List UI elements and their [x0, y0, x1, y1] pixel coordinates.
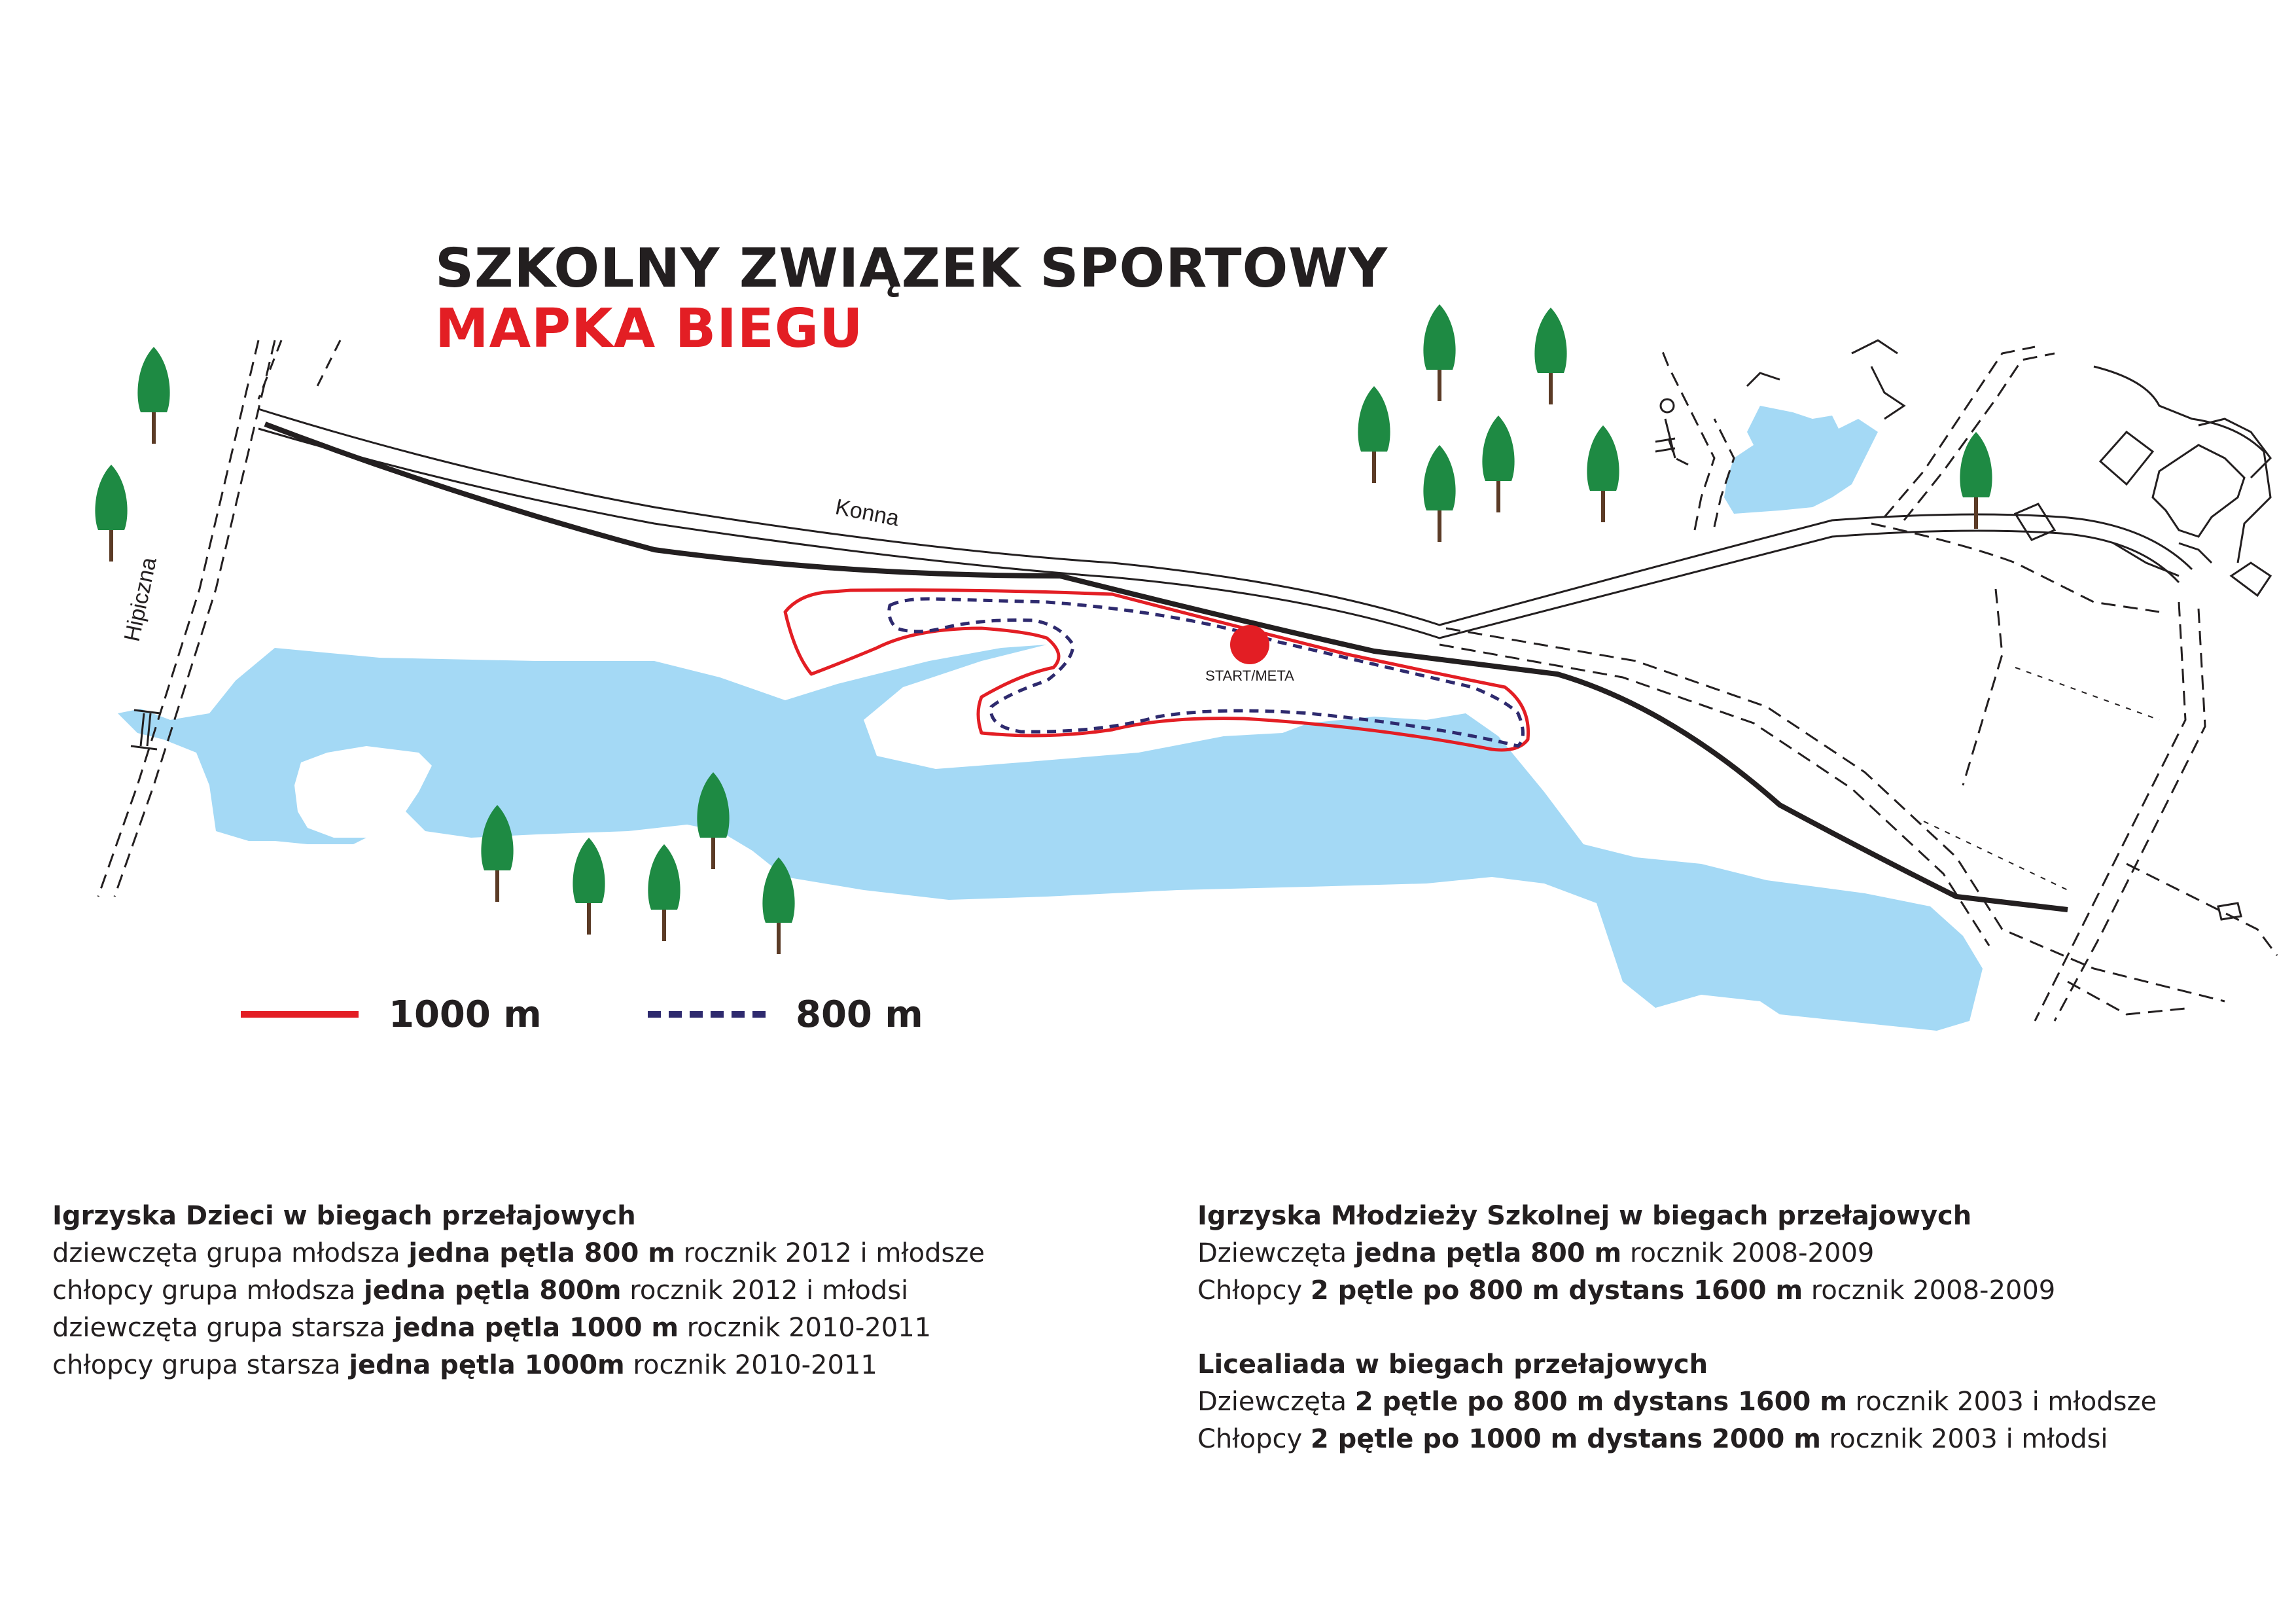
info-line-text: rocznik 2008-2009: [1803, 1275, 2056, 1306]
tree-icon: [1358, 386, 1390, 483]
info-lines: dziewczęta grupa młodsza jedna pętla 800…: [52, 1235, 985, 1384]
footbridge: [130, 709, 161, 751]
street-hipiczna: [97, 340, 276, 897]
info-line: Dziewczęta jedna pętla 800 m rocznik 200…: [1197, 1235, 2055, 1272]
info-line-text: rocznik 2003 i młodsze: [1847, 1387, 2157, 1417]
info-line: Chłopcy 2 pętle po 1000 m dystans 2000 m…: [1197, 1421, 2157, 1458]
route-800m: [887, 597, 1525, 748]
tree-icon: [1587, 425, 1619, 522]
side-road-markings: [257, 340, 342, 400]
info-line-text: Dziewczęta: [1197, 1387, 1355, 1417]
tree-icon: [762, 857, 795, 954]
info-line-text: rocznik 2008-2009: [1621, 1238, 1875, 1268]
info-line: dziewczęta grupa młodsza jedna pętla 800…: [52, 1235, 985, 1272]
info-heading: Igrzyska Dzieci w biegach przełajowych: [52, 1201, 636, 1231]
tree-icon: [648, 844, 680, 941]
info-block-licealiada: Licealiada w biegach przełajowych Dziewc…: [1197, 1346, 2157, 1458]
info-lines: Dziewczęta 2 pętle po 800 m dystans 1600…: [1197, 1383, 2157, 1458]
info-line-text: Chłopcy: [1197, 1275, 1311, 1306]
footpaths: [1439, 346, 2278, 1022]
info-block-igrzyska-mlodziezy: Igrzyska Młodzieży Szkolnej w biegach pr…: [1197, 1198, 2055, 1310]
info-line: chłopcy grupa młodsza jedna pętla 800m r…: [52, 1272, 985, 1310]
street-label-konna: Konna: [833, 495, 901, 531]
info-line-bold: jedna pętla 800m: [364, 1275, 622, 1306]
legend-swatch-800m: [648, 1011, 766, 1018]
race-map: START/META Konna Hipiczna: [95, 304, 2278, 1031]
info-block-igrzyska-dzieci: Igrzyska Dzieci w biegach przełajowych d…: [52, 1198, 985, 1384]
info-line-text: chłopcy grupa młodsza: [52, 1275, 364, 1306]
info-line-text: rocznik 2012 i młodsze: [675, 1238, 985, 1268]
info-line-bold: jedna pętla 800 m: [1354, 1238, 1622, 1268]
street-konna: [258, 408, 2193, 639]
info-line-bold: jedna pętla 800 m: [408, 1238, 675, 1268]
trees: [95, 304, 1992, 954]
route-1000m: [783, 588, 1530, 752]
info-line: chłopcy grupa starsza jedna pętla 1000m …: [52, 1347, 985, 1384]
start-marker-icon: [1230, 625, 1269, 664]
info-line-text: rocznik 2003 i młodsi: [1820, 1424, 2108, 1454]
buildings: [1655, 339, 2272, 921]
info-line-text: rocznik 2010-2011: [624, 1350, 877, 1380]
legend-swatch-1000m: [241, 1011, 359, 1018]
legend-item-1000m: 1000 m: [241, 988, 542, 1041]
tree-icon: [1482, 416, 1515, 512]
tree-icon: [481, 805, 514, 902]
tree-icon: [573, 838, 605, 935]
info-line-bold: jedna pętla 1000 m: [393, 1313, 679, 1343]
legend-label-800m: 800 m: [796, 993, 923, 1036]
info-line-bold: 2 pętle po 1000 m dystans 2000 m: [1310, 1424, 1821, 1454]
info-line-text: Chłopcy: [1197, 1424, 1311, 1454]
info-line: dziewczęta grupa starsza jedna pętla 100…: [52, 1310, 985, 1347]
info-line-text: dziewczęta grupa młodsza: [52, 1238, 409, 1268]
legend-item-800m: 800 m: [648, 988, 923, 1041]
info-line-text: rocznik 2012 i młodsi: [621, 1275, 909, 1306]
info-line-text: Dziewczęta: [1197, 1238, 1355, 1268]
info-line-text: dziewczęta grupa starsza: [52, 1313, 394, 1343]
info-line-bold: 2 pętle po 800 m dystans 1600 m: [1310, 1275, 1803, 1306]
info-line: Dziewczęta 2 pętle po 800 m dystans 1600…: [1197, 1383, 2157, 1421]
info-line-text: rocznik 2010-2011: [679, 1313, 932, 1343]
info-heading: Licealiada w biegach przełajowych: [1197, 1349, 1708, 1380]
main-road: [264, 421, 2068, 912]
tree-icon: [697, 772, 730, 869]
start-label: START/META: [1205, 668, 1294, 684]
page-subtitle: MAPKA BIEGU: [435, 298, 864, 360]
info-line: Chłopcy 2 pętle po 800 m dystans 1600 m …: [1197, 1272, 2055, 1310]
street-label-hipiczna: Hipiczna: [120, 555, 162, 644]
walking-paths: [1923, 667, 2160, 891]
info-line-bold: jedna pętla 1000m: [349, 1350, 625, 1380]
tree-icon: [137, 347, 170, 444]
info-line-text: chłopcy grupa starsza: [52, 1350, 349, 1380]
tree-icon: [1960, 432, 1992, 529]
legend-label-1000m: 1000 m: [389, 993, 542, 1036]
tree-icon: [1534, 308, 1567, 404]
lake: [118, 406, 1983, 1031]
info-lines: Dziewczęta jedna pętla 800 m rocznik 200…: [1197, 1235, 2055, 1310]
page-title: SZKOLNY ZWIĄZEK SPORTOWY: [435, 238, 1388, 300]
tree-icon: [1423, 304, 1456, 401]
tree-icon: [95, 465, 128, 562]
info-line-bold: 2 pętle po 800 m dystans 1600 m: [1354, 1387, 1847, 1417]
info-heading: Igrzyska Młodzieży Szkolnej w biegach pr…: [1197, 1201, 1972, 1231]
tree-icon: [1423, 445, 1456, 542]
